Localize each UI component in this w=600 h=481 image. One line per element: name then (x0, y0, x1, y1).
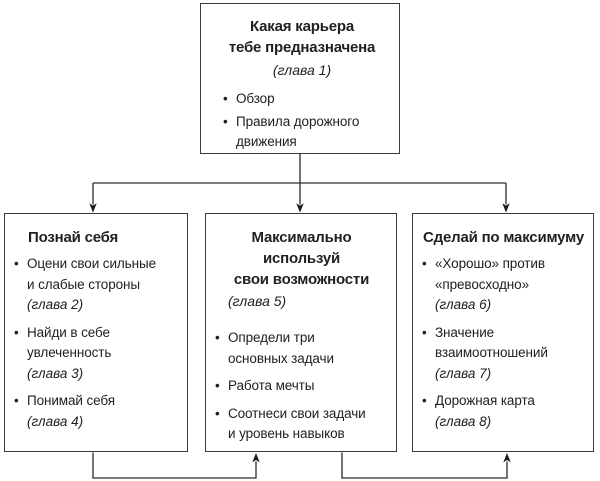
bullet-icon: • (14, 256, 19, 271)
bullet-item: • Понимай себя (14, 391, 169, 412)
bullet-item: • Определи три основных задачи (215, 328, 388, 369)
bullet-list: • Оцени свои сильные и слабые стороны (г… (14, 254, 169, 432)
arrow-up-into-right-icon (503, 453, 511, 463)
box-do-maximum: Сделай по максимуму • «Хорошо» против «п… (412, 213, 594, 452)
bullet-icon: • (223, 91, 228, 106)
box-title-line: Какая карьера (250, 18, 354, 35)
bullet-icon: • (422, 256, 427, 271)
bullet-item: • Работа мечты (215, 376, 388, 397)
chapter-label: (глава 7) (435, 365, 492, 381)
chapter-label: (глава 4) (27, 413, 84, 429)
bullet-text: Найди в себе увлеченность (27, 324, 112, 361)
arrow-down-left-icon (89, 203, 97, 213)
chapter-label: (глава 5) (228, 293, 287, 309)
bullet-text: «Хорошо» против «превосходно» (435, 256, 545, 292)
bullet-list: • «Хорошо» против «превосходно» (глава 6… (422, 254, 585, 432)
box-title: Познай себя (28, 229, 119, 246)
tree-connector-line (92, 154, 507, 205)
bullet-text: Значение взаимоотношений (435, 324, 548, 361)
bullet-icon: • (215, 378, 220, 393)
bullet-item: • Соотнеси свои задачи и уровень навыков (215, 404, 388, 445)
bullet-text: Работа мечты (228, 378, 315, 393)
bullet-icon: • (14, 393, 19, 408)
bullet-item: • Найди в себе увлеченность (14, 323, 169, 364)
arrow-up-into-middle-icon (252, 453, 260, 463)
box-title-line: свои возможности (233, 271, 370, 288)
bullet-text: Дорожная карта (435, 393, 535, 408)
feedback-connector-middle-to-right (341, 452, 508, 479)
chapter-label: (глава 2) (27, 297, 84, 312)
bullet-icon: • (215, 330, 220, 345)
chapter-label: (глава 3) (27, 365, 84, 381)
box-title-line: тебе предназначена (228, 39, 376, 56)
box-maximize-opportunities: Максимально используй свои возможности (… (205, 213, 397, 452)
bullet-list: • Обзор • Правила дорожного движения (213, 89, 391, 153)
bullet-item: • Значение взаимоотношений (422, 323, 585, 364)
bullet-text: Соотнеси свои задачи и уровень навыков (228, 405, 366, 442)
bullet-text: Обзор (236, 91, 275, 106)
bullet-text: Понимай себя (27, 393, 115, 408)
box-title: Какая карьера тебе предназначена (213, 16, 391, 58)
bullet-item: • Оцени свои сильные и слабые стороны (14, 254, 169, 295)
bullet-icon: • (223, 113, 228, 129)
box-title-line: Максимально используй (251, 229, 352, 267)
bullet-text: Правила дорожного движения (236, 113, 360, 150)
bullet-item: • Правила дорожного движения (223, 112, 391, 153)
arrow-down-middle-icon (296, 203, 304, 213)
box-what-career: Какая карьера тебе предназначена (глава … (200, 3, 400, 154)
box-title: Максимально используй свои возможности (215, 227, 388, 290)
bullet-list: • Определи три основных задачи • Работа … (215, 328, 388, 445)
bullet-item: • «Хорошо» против «превосходно» (422, 254, 585, 295)
arrow-down-right-icon (502, 203, 510, 213)
bullet-icon: • (14, 324, 19, 340)
chapter-label: (глава 1) (272, 62, 332, 78)
box-title: Сделай по максимуму (423, 229, 584, 246)
chapter-label: (глава 6) (435, 297, 492, 312)
bullet-text: Оцени свои сильные и слабые стороны (27, 256, 156, 292)
bullet-icon: • (422, 393, 427, 408)
bullet-icon: • (422, 324, 427, 340)
bullet-text: Определи три основных задачи (228, 330, 334, 366)
bullet-item: • Дорожная карта (422, 391, 585, 412)
bullet-icon: • (215, 405, 220, 421)
bullet-item: • Обзор (223, 89, 391, 110)
chapter-label: (глава 8) (435, 413, 492, 429)
box-know-yourself: Познай себя • Оцени свои сильные и слабы… (4, 213, 188, 452)
feedback-connector-left-to-middle (92, 452, 257, 479)
